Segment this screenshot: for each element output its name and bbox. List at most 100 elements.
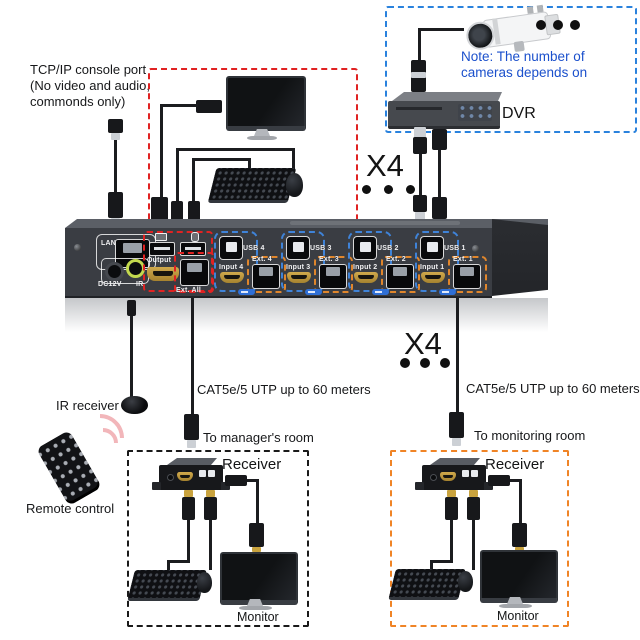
channel-4-usb-label: USB 4 bbox=[243, 245, 265, 252]
room-monitor-stand bbox=[507, 597, 523, 604]
room-keyboard bbox=[127, 570, 207, 601]
hdmi-cable-v bbox=[519, 479, 522, 523]
channel-1-hdmi-port bbox=[421, 272, 445, 283]
monitoring-room-label: To monitoring room bbox=[474, 428, 586, 443]
channel-4-box bbox=[214, 231, 258, 292]
cat5-left-label: CAT5e/5 UTP up to 60 meters bbox=[197, 382, 371, 397]
ellipsis-dot bbox=[553, 20, 563, 30]
cat5-left-connector bbox=[184, 414, 199, 440]
usb-plug-1-tip bbox=[184, 490, 193, 497]
receiver-top bbox=[167, 458, 217, 465]
console-mouse-cable-v bbox=[292, 150, 295, 176]
remote-control-label: Remote control bbox=[26, 501, 115, 516]
usb-plug-1 bbox=[445, 497, 458, 520]
ellipsis-dot bbox=[406, 185, 415, 194]
console-hdmi-cable-v bbox=[160, 104, 163, 198]
channel-3-tag bbox=[305, 289, 322, 295]
bnc-cable-h bbox=[420, 28, 464, 31]
output-label: Output bbox=[147, 257, 172, 264]
keyboard-cable-drop bbox=[430, 560, 433, 572]
camera-connector-nub-2 bbox=[536, 4, 544, 13]
hdmi-cable-h bbox=[247, 479, 259, 482]
channel-4-input-label: Input 4 bbox=[219, 264, 244, 271]
ir-receiver-label: IR receiver bbox=[56, 398, 119, 413]
channel-4-hdmi-port bbox=[220, 272, 244, 283]
cat5-right-label: CAT5e/5 UTP up to 60 meters bbox=[466, 381, 640, 396]
receiver-flange-right bbox=[484, 482, 493, 490]
receiver-usb-port-1 bbox=[199, 470, 206, 477]
mouse-cable bbox=[472, 520, 475, 570]
monitoring-room-box bbox=[390, 450, 569, 627]
ir-plug bbox=[127, 300, 136, 316]
receiver-flange-left bbox=[152, 482, 161, 490]
cat5-cable-left bbox=[191, 298, 194, 414]
keyboard-cable-v bbox=[187, 520, 190, 560]
channel-4-ext-box bbox=[247, 256, 286, 293]
console-hdmi-cable-h bbox=[160, 104, 198, 107]
keyboard-cable-h bbox=[167, 560, 190, 563]
kvm-switch-top-edge bbox=[65, 219, 548, 228]
lan-port-label: LAN bbox=[101, 240, 116, 247]
usb-extension-bottom-plug bbox=[413, 195, 427, 212]
kvm-switch-reflection bbox=[65, 298, 548, 332]
console-kb-cable-h bbox=[192, 158, 251, 161]
channel-1-usb-label: USB 1 bbox=[444, 245, 466, 252]
console-keyboard bbox=[207, 168, 297, 203]
channel-3-ext-port bbox=[319, 264, 347, 289]
receiver-flange-left bbox=[415, 482, 424, 490]
dvr-top bbox=[392, 92, 502, 101]
ellipsis-dot bbox=[384, 185, 393, 194]
mouse-icon bbox=[191, 232, 199, 242]
ellipsis-dot bbox=[420, 358, 430, 368]
channel-2-ext-box bbox=[381, 256, 420, 293]
lan-cable-top-connector bbox=[108, 119, 123, 133]
keyboard-cable-drop bbox=[167, 560, 170, 572]
console-monitor-stand bbox=[254, 129, 270, 136]
room-keyboard bbox=[388, 569, 466, 600]
channel-1-box bbox=[415, 231, 459, 292]
channel-1-ext-box bbox=[448, 256, 487, 293]
channel-3-input-label: Input 3 bbox=[286, 264, 311, 271]
room-monitor bbox=[480, 550, 558, 603]
usb-extension-top-plug bbox=[413, 137, 427, 154]
hdmi-plug-horizontal bbox=[488, 475, 510, 486]
channel-1-usb-port bbox=[420, 236, 444, 260]
camera-note-line1: Note: The number of bbox=[461, 49, 585, 64]
receiver-ir-jack bbox=[430, 474, 437, 481]
channel-1-ext-label: Ext. 1 bbox=[453, 256, 473, 263]
channel-1-ext-port bbox=[453, 264, 481, 289]
receiver-usb-port-2 bbox=[471, 470, 478, 477]
hdmi-output-port bbox=[147, 267, 179, 281]
channel-1-tag bbox=[439, 289, 456, 295]
console-kb-cable-v bbox=[248, 158, 251, 170]
manager-room-label: To manager's room bbox=[203, 430, 314, 445]
lan-cable-bottom-connector bbox=[108, 192, 123, 218]
camera-note-line2: cameras depends on bbox=[461, 65, 588, 80]
channel-2-box bbox=[348, 231, 392, 292]
keyboard-cable-v bbox=[450, 520, 453, 560]
room-monitor bbox=[220, 552, 298, 605]
dvr-buttons bbox=[458, 104, 492, 121]
channel-2-usb-port bbox=[353, 236, 377, 260]
channel-1-input-label: Input 1 bbox=[420, 264, 445, 271]
lan-cable bbox=[114, 140, 117, 192]
channel-2-ext-port bbox=[386, 264, 414, 289]
hdmi-plug-vertical bbox=[512, 523, 527, 547]
hdmi-plug-vertical-tip bbox=[252, 547, 261, 552]
ir-receiver-eye bbox=[121, 396, 148, 414]
hdmi-extension-top-plug bbox=[432, 129, 447, 150]
channel-4-ext-label: Ext. 4 bbox=[252, 256, 272, 263]
receiver-hdmi-port bbox=[440, 472, 456, 481]
console-port-note-line3: commonds only) bbox=[30, 94, 126, 109]
mouse-cable bbox=[209, 520, 212, 570]
dc-power-jack bbox=[105, 262, 124, 281]
kvm-switch-branding bbox=[290, 221, 460, 225]
usb-plug-2-tip bbox=[206, 490, 215, 497]
hdmi-cable-h bbox=[510, 479, 522, 482]
usb-extension-top-tip bbox=[414, 127, 426, 138]
console-monitor-base bbox=[247, 136, 277, 140]
receiver-label: Receiver bbox=[222, 456, 282, 473]
cat5-cable-right bbox=[456, 298, 459, 412]
hdmi-cable-v bbox=[256, 479, 259, 523]
hdmi-extension-bottom-plug bbox=[432, 197, 447, 219]
